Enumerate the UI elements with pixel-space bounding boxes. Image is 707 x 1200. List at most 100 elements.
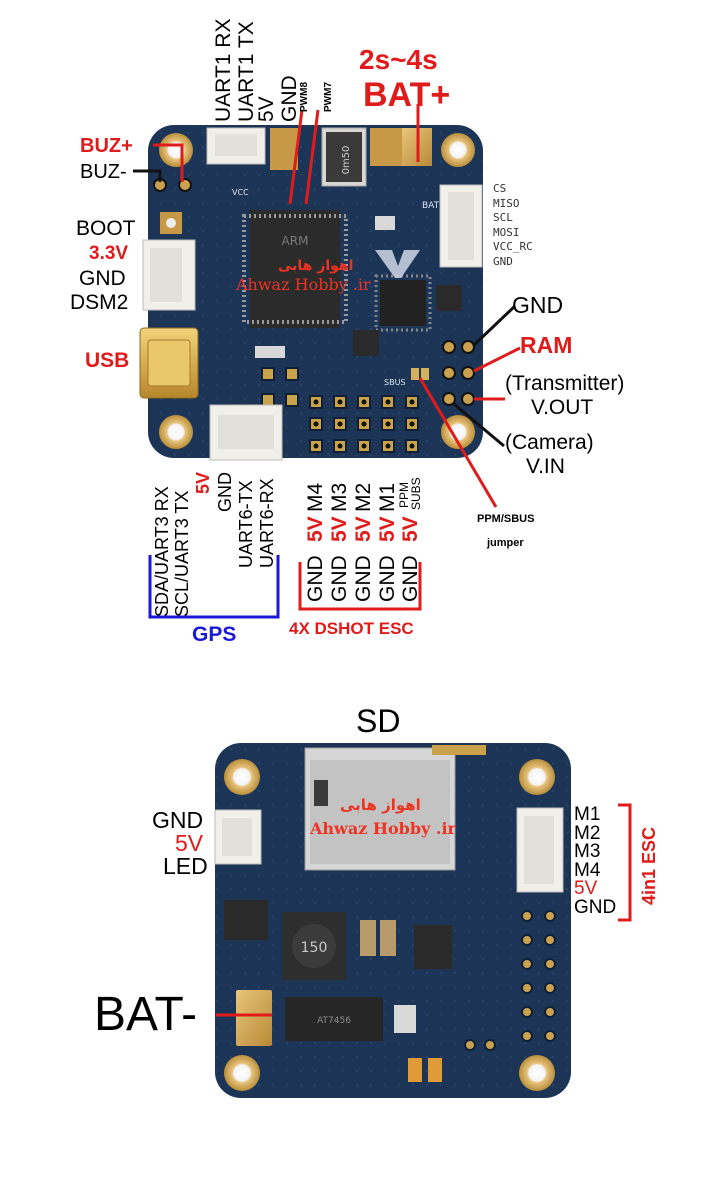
gps-label: GPS (192, 623, 237, 646)
esc-gnd-label-3: GND (352, 555, 375, 602)
spi-cs: CS (493, 182, 507, 195)
gps-pin-sda: SDA/UART3 RX (152, 486, 172, 617)
right-pad-column (442, 340, 475, 406)
crystal (375, 216, 395, 230)
mount-hole (224, 759, 260, 795)
gps-pin-uart6-rx: UART6-RX (257, 478, 277, 568)
esc-pin-m1: M1 (574, 804, 601, 825)
dsm2-label: DSM2 (70, 291, 129, 314)
bottom-leader-lines (216, 803, 632, 1017)
camera-label: (Camera) (505, 431, 594, 454)
gps-pin-uart6-tx: UART6-TX (236, 480, 256, 568)
watermark-fa: اهواز هابی (278, 258, 353, 274)
led-conn-gnd-label: GND (152, 807, 204, 833)
buz-minus-label: BUZ- (80, 161, 127, 183)
inductor-mark: 0m50 (341, 146, 352, 175)
esc-pin-m3: M3 (574, 841, 601, 862)
esc-gnd-label-5: GND (399, 555, 422, 602)
small-chip (353, 330, 379, 356)
esc-m1-label: M1 (376, 482, 399, 512)
regulator-bottom (224, 900, 268, 940)
esc-m3-label: M3 (328, 482, 351, 512)
capacitor (370, 128, 402, 166)
spi-scl: SCL (493, 211, 513, 224)
esc-5v-label-4: 5V (376, 516, 399, 542)
osd-chip (285, 997, 383, 1041)
spi-miso: MISO (493, 196, 520, 210)
gps-pin-gnd: GND (215, 472, 235, 512)
spi-gnd: GND (493, 254, 513, 268)
bottom-pad-column (464, 910, 556, 1051)
crystal-bottom (394, 1005, 416, 1033)
silk-bat: BAT (422, 201, 440, 211)
uart1-rx-label: UART1 RX (212, 18, 235, 122)
capacitor (408, 1058, 422, 1082)
spi-vcc-rc: VCC_RC (493, 240, 533, 253)
esc-5v-label-3: 5V (352, 516, 375, 542)
esc-5v-label-5: 5V (399, 516, 422, 542)
esc-5v-label-2: 5V (328, 516, 351, 542)
ppm-sbus-jumper (411, 368, 419, 380)
esc-pin-m4: M4 (574, 859, 601, 881)
spi-header-labels: CS MISO SCL MOSI VCC_RC GND (493, 182, 533, 269)
ppm-jumper-label-1: PPM/SBUS (477, 513, 535, 525)
esc-pin-labels: M1 M2 M3 M4 5V GND (574, 804, 617, 918)
silk-vcc: VCC (232, 188, 249, 197)
gps-pin-scl: SCL/UART3 TX (172, 490, 192, 617)
esc-m2-label: M2 (352, 482, 375, 512)
capacitor (360, 920, 376, 956)
gnd-label: GND (79, 267, 126, 290)
silk-sbus: SBUS (384, 378, 406, 387)
esc-header-pads (261, 367, 429, 453)
bat-plus-label: BAT+ (363, 76, 451, 114)
gyro-chip (380, 280, 426, 326)
usb-label: USB (85, 349, 130, 372)
watermark-en: Ahwaz Hobby .ir (235, 275, 371, 294)
mount-hole (441, 415, 475, 449)
battery-range-label: 2s~4s (359, 44, 438, 75)
esc-sbus-label: SUBS (409, 477, 423, 510)
transmitter-label: (Transmitter) (505, 372, 625, 395)
watermark-en-bottom: Ahwaz Hobby .ir (309, 819, 457, 838)
mount-hole (519, 759, 555, 795)
vin-label: V.IN (526, 455, 565, 478)
vout-label: V.OUT (531, 396, 594, 419)
capacitor (380, 920, 396, 956)
v33-label: 3.3V (89, 243, 129, 264)
board-logo (375, 250, 420, 278)
capacitor (270, 128, 298, 170)
pwm8-label: PWM8 (299, 82, 310, 112)
mcu-logo: ARM (282, 234, 309, 248)
gps-pin-5v: 5V (193, 471, 213, 494)
esc-gnd-label-1: GND (304, 555, 327, 602)
right-gnd-label: GND (512, 292, 564, 318)
mount-hole (441, 133, 475, 167)
esc-gnd-label-2: GND (328, 555, 351, 602)
uart1-5v-label: 5V (255, 96, 278, 122)
inductor-mark-bottom: 150 (301, 940, 328, 956)
esc-m4-label: M4 (304, 482, 327, 512)
ram-label: RAM (520, 332, 573, 358)
bat-minus-pad (236, 990, 272, 1046)
sd-label: SD (356, 703, 401, 739)
dshot-label: 4X DSHOT ESC (289, 619, 414, 638)
mcu-chip (250, 210, 340, 328)
mount-hole (159, 133, 193, 167)
regulator (436, 285, 462, 311)
buz-plus-label: BUZ+ (80, 135, 133, 157)
led-conn-5v-label: 5V (175, 830, 204, 856)
boot-label: BOOT (76, 217, 136, 240)
usb-port-bottom (432, 745, 486, 755)
led-conn-led-label: LED (163, 853, 208, 879)
top-leader-lines (133, 104, 521, 619)
esc-4in1-label: 4in1 ESC (639, 826, 659, 905)
mount-hole (159, 415, 193, 449)
esc-pin-5v: 5V (574, 878, 598, 899)
esc-pin-gnd: GND (574, 896, 617, 918)
esc-pin-m2: M2 (574, 822, 601, 844)
esc-5v-label-1: 5V (304, 516, 327, 542)
bottom-board: 150 AT7456 اهواز هابی Ahwaz Hobby .ir (214, 743, 571, 1098)
chip (414, 925, 452, 969)
esc-gnd-label-4: GND (376, 555, 399, 602)
